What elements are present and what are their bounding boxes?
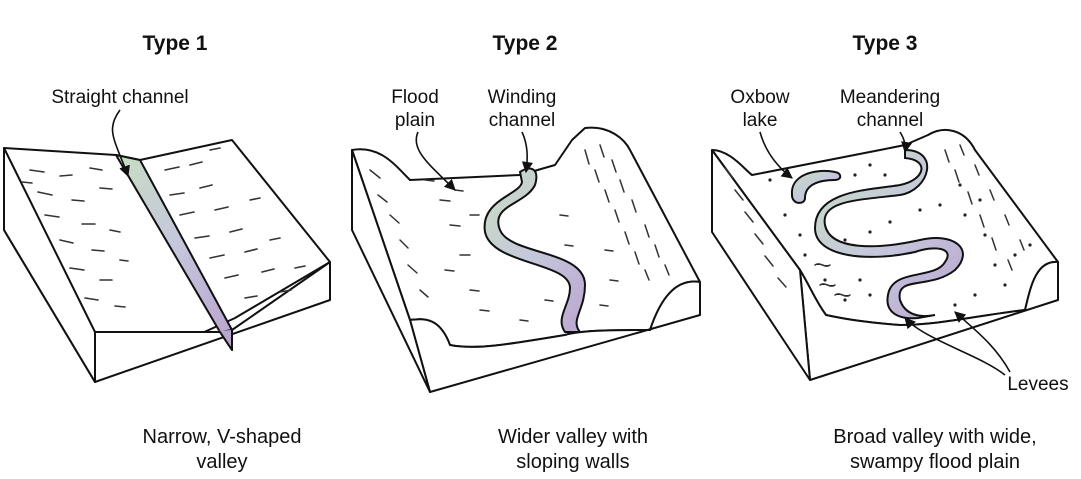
label-oxbow-lake-line-1: Oxbow	[730, 87, 789, 108]
label-flood-plain-line-2: plain	[395, 110, 435, 131]
swamp-texture	[768, 163, 1032, 307]
label-oxbow-lake-line-2: lake	[743, 110, 778, 131]
arrow-winding-channel	[521, 131, 533, 174]
arrow-straight-channel	[111, 109, 130, 178]
caption-line-2: sloping walls	[516, 451, 629, 473]
label-meandering-channel-line-2: channel	[857, 110, 924, 131]
caption-line-1: Broad valley with wide,	[833, 426, 1036, 448]
meandering-channel	[813, 148, 964, 320]
panel-title: Type 2	[493, 32, 558, 55]
oxbow-lake	[790, 169, 842, 204]
caption-line-1: Narrow, V-shaped	[143, 426, 302, 448]
texture-dashes	[724, 144, 1025, 297]
label-winding-channel-line-2: channel	[489, 110, 556, 131]
panel-type-1: Type 1 Straight channel Narrow, V-shaped…	[3, 32, 331, 473]
arrow-meandering-channel	[899, 131, 913, 154]
caption-line-1: Wider valley with	[498, 426, 648, 448]
caption-line-2: swampy flood plain	[850, 451, 1020, 473]
panel-type-2: Type 2 Flood plain Winding channel Wider…	[351, 32, 701, 473]
panel-title: Type 3	[853, 32, 918, 55]
block-type-1	[3, 139, 331, 383]
arrow-oxbow-lake	[759, 131, 793, 179]
label-flood-plain-line-1: Flood	[391, 87, 439, 108]
block-type-2	[351, 126, 701, 393]
label-straight-channel: Straight channel	[51, 87, 188, 108]
label-levees: Levees	[1007, 374, 1068, 395]
panel-type-3: Type 3 Oxb	[711, 32, 1069, 473]
winding-channel	[483, 167, 587, 333]
texture-dashes	[369, 144, 670, 322]
arrow-levee-left	[904, 317, 1006, 376]
label-winding-channel-line-1: Winding	[488, 87, 557, 108]
panel-title: Type 1	[143, 32, 208, 55]
label-meandering-channel-line-1: Meandering	[840, 87, 940, 108]
texture-dashes	[21, 147, 306, 308]
arrow-flood-plain	[415, 131, 456, 191]
caption-line-2: valley	[196, 451, 247, 473]
arrow-levee-right	[954, 311, 1011, 373]
